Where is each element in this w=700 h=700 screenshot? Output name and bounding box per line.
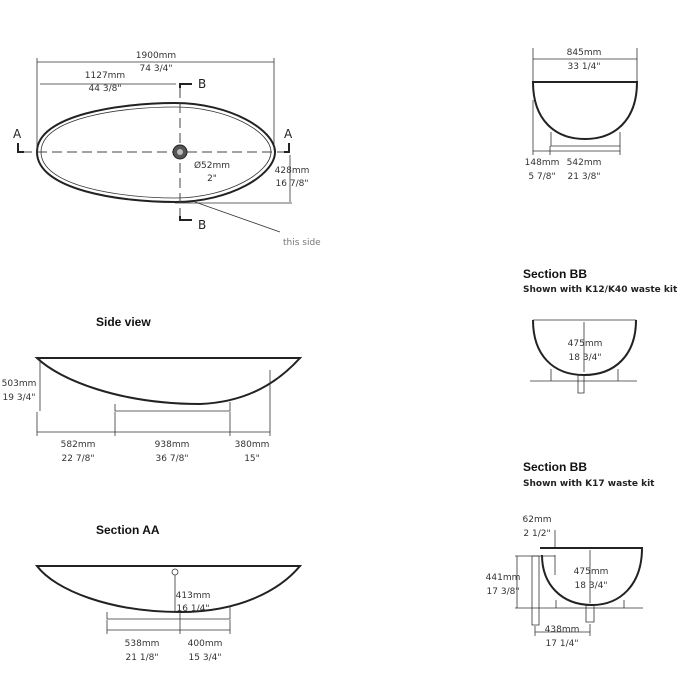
side-view: Side view 503mm 19 3/4" 582mm 22 7/8" 93… bbox=[2, 315, 303, 464]
tub-outline-top bbox=[35, 101, 277, 204]
half-width-mm: 428mm bbox=[275, 166, 310, 176]
aa-d1-mm: 538mm bbox=[125, 639, 160, 649]
section-aa-title: Section AA bbox=[96, 523, 160, 537]
aa-d1-in: 21 1/8" bbox=[126, 653, 159, 663]
end-width-mm: 845mm bbox=[567, 48, 602, 58]
side-d1-mm: 582mm bbox=[61, 440, 96, 450]
aa-d2-mm: 400mm bbox=[188, 639, 223, 649]
bb2-height-mm: 441mm bbox=[486, 573, 521, 583]
end-d1-in: 5 7/8" bbox=[528, 172, 555, 182]
end-width-in: 33 1/4" bbox=[568, 62, 601, 72]
side-view-title: Side view bbox=[96, 315, 151, 329]
aa-depth-mm: 413mm bbox=[176, 591, 211, 601]
end-view: 845mm 33 1/4" 148mm 5 7/8" 542mm 21 3/8" bbox=[525, 48, 639, 182]
section-a-marker-left: A bbox=[13, 127, 22, 141]
end-d2-in: 21 3/8" bbox=[568, 172, 601, 182]
bb1-title: Section BB bbox=[523, 267, 587, 281]
bb2-depth-mm: 475mm bbox=[574, 567, 609, 577]
length-in: 74 3/4" bbox=[140, 64, 173, 74]
drain-dia-mm: Ø52mm bbox=[194, 160, 230, 171]
bb2-pipe-mm: 62mm bbox=[523, 515, 552, 525]
side-d3-in: 15" bbox=[244, 454, 260, 464]
section-bb-k12: Section BB Shown with K12/K40 waste kit … bbox=[523, 267, 678, 394]
length-mm: 1900mm bbox=[136, 51, 176, 61]
end-d1-mm: 148mm bbox=[525, 158, 560, 168]
bb2-height-in: 17 3/8" bbox=[487, 587, 520, 597]
side-height-mm: 503mm bbox=[2, 379, 37, 389]
section-a-marker-right: A bbox=[284, 127, 293, 141]
bb2-offset-mm: 438mm bbox=[545, 625, 580, 635]
side-height-in: 19 3/4" bbox=[3, 393, 36, 403]
side-d2-in: 36 7/8" bbox=[156, 454, 189, 464]
this-side-note: this side bbox=[283, 238, 321, 248]
side-d3-mm: 380mm bbox=[235, 440, 270, 450]
bb1-depth-in: 18 3/4" bbox=[569, 353, 602, 363]
bb2-subtitle: Shown with K17 waste kit bbox=[523, 479, 655, 489]
bb2-title: Section BB bbox=[523, 460, 587, 474]
bb2-depth-in: 18 3/4" bbox=[575, 581, 608, 591]
bb2-offset-in: 17 1/4" bbox=[546, 639, 579, 649]
aa-depth-in: 16 1/4" bbox=[177, 604, 210, 614]
side-d1-in: 22 7/8" bbox=[62, 454, 95, 464]
bb2-pipe-in: 2 1/2" bbox=[523, 529, 550, 539]
bb1-subtitle: Shown with K12/K40 waste kit bbox=[523, 285, 678, 295]
drain-offset-mm: 1127mm bbox=[85, 71, 125, 81]
section-b-marker-bottom: B bbox=[198, 218, 206, 232]
section-aa: Section AA 413mm 16 1/4" 538mm 21 1/8" 4… bbox=[34, 523, 303, 663]
half-width-in: 16 7/8" bbox=[276, 179, 309, 189]
end-d2-mm: 542mm bbox=[567, 158, 602, 168]
top-view: 1900mm 74 3/4" 1127mm 44 3/8" B B A A Ø5… bbox=[13, 51, 321, 248]
side-d2-mm: 938mm bbox=[155, 440, 190, 450]
drain-dia-in: 2" bbox=[207, 174, 217, 184]
section-b-marker-top: B bbox=[198, 77, 206, 91]
aa-d2-in: 15 3/4" bbox=[189, 653, 222, 663]
section-bb-k17: Section BB Shown with K17 waste kit 62mm… bbox=[486, 460, 656, 649]
bb1-depth-mm: 475mm bbox=[568, 339, 603, 349]
drain-offset-in: 44 3/8" bbox=[89, 84, 122, 94]
